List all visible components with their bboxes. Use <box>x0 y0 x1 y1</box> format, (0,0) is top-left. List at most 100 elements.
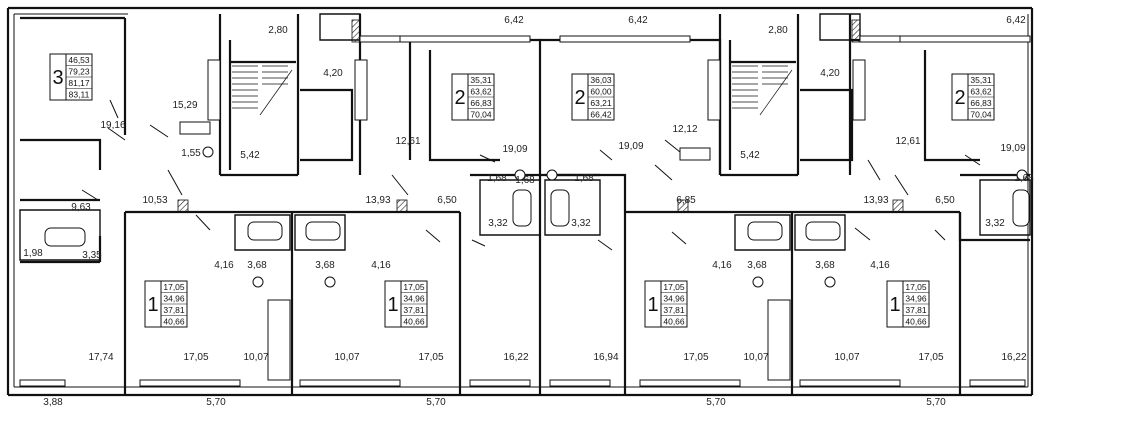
area-value: 17,05 <box>163 282 185 292</box>
room-area-label: 10,07 <box>334 352 359 363</box>
room-area-label: 3,88 <box>43 397 63 408</box>
room-area-label: 1,55 <box>181 148 201 159</box>
room-area-label: 5,42 <box>240 150 260 161</box>
room-area-label: 17,05 <box>418 352 443 363</box>
room-area-label: 9,63 <box>71 202 91 213</box>
area-value: 34,96 <box>403 294 425 304</box>
room-count: 2 <box>574 87 585 109</box>
room-area-label: 3,32 <box>985 218 1005 229</box>
room-count: 1 <box>889 294 900 316</box>
area-value: 40,66 <box>905 317 927 327</box>
area-value: 63,21 <box>590 98 612 108</box>
room-area-label: 3,68 <box>247 260 267 271</box>
area-value: 70,04 <box>970 110 992 120</box>
room-count: 3 <box>52 67 63 89</box>
room-area-label: 19,09 <box>618 141 643 152</box>
room-area-label: 3,32 <box>488 218 508 229</box>
area-value: 37,81 <box>905 305 927 315</box>
area-value: 66,42 <box>590 110 612 120</box>
room-area-label: 6,50 <box>935 195 955 206</box>
area-value: 17,05 <box>403 282 425 292</box>
room-area-label: 10,07 <box>743 352 768 363</box>
room-area-label: 5,70 <box>926 397 946 408</box>
room-area-label: 12,61 <box>895 136 920 147</box>
windows <box>19 35 1031 387</box>
room-area-label: 12,61 <box>395 136 420 147</box>
area-value: 63,62 <box>970 87 992 97</box>
room-count: 1 <box>647 294 658 316</box>
room-area-label: 6,42 <box>1006 15 1026 26</box>
room-area-label: 13,93 <box>863 195 888 206</box>
room-area-label: 17,74 <box>88 352 113 363</box>
room-area-label: 6,85 <box>676 195 696 206</box>
doors <box>81 99 981 251</box>
room-area-label: 1,98 <box>23 248 43 259</box>
fixtures <box>44 59 1030 381</box>
room-area-label: 1,68 <box>1014 173 1034 184</box>
room-area-label: 6,42 <box>628 15 648 26</box>
room-area-label: 1,68 <box>574 173 594 184</box>
area-value: 60,00 <box>590 87 612 97</box>
room-area-label: 17,05 <box>183 352 208 363</box>
room-area-label: 5,70 <box>706 397 726 408</box>
room-count: 1 <box>147 294 158 316</box>
room-area-label: 4,16 <box>214 260 234 271</box>
room-area-label: 4,16 <box>712 260 732 271</box>
area-value: 37,81 <box>163 305 185 315</box>
area-value: 37,81 <box>403 305 425 315</box>
area-value: 35,31 <box>470 75 492 85</box>
area-value: 17,05 <box>663 282 685 292</box>
room-area-label: 17,05 <box>918 352 943 363</box>
room-area-label: 10,07 <box>243 352 268 363</box>
room-area-label: 4,16 <box>371 260 391 271</box>
room-area-label: 1,68 <box>515 175 535 186</box>
room-area-label: 3,68 <box>315 260 335 271</box>
room-area-label: 5,70 <box>206 397 226 408</box>
room-area-label: 19,09 <box>502 144 527 155</box>
area-value: 34,96 <box>163 294 185 304</box>
area-value: 36,03 <box>590 75 612 85</box>
room-area-label: 13,93 <box>365 195 390 206</box>
area-value: 40,66 <box>403 317 425 327</box>
room-count: 2 <box>954 87 965 109</box>
room-area-label: 16,22 <box>503 352 528 363</box>
room-area-label: 3,35 <box>82 250 102 261</box>
room-count: 1 <box>387 294 398 316</box>
area-value: 34,96 <box>663 294 685 304</box>
area-value: 34,96 <box>905 294 927 304</box>
room-area-label: 3,68 <box>815 260 835 271</box>
room-area-label: 17,05 <box>683 352 708 363</box>
columns <box>177 19 904 213</box>
room-area-label: 4,20 <box>323 68 343 79</box>
area-value: 70,04 <box>470 110 492 120</box>
area-value: 35,31 <box>970 75 992 85</box>
room-area-label: 2,80 <box>768 25 788 36</box>
room-area-label: 5,70 <box>426 397 446 408</box>
area-value: 40,66 <box>663 317 685 327</box>
room-area-label: 6,50 <box>437 195 457 206</box>
area-value: 37,81 <box>663 305 685 315</box>
room-count: 2 <box>454 87 465 109</box>
room-area-label: 4,16 <box>870 260 890 271</box>
area-value: 66,83 <box>970 98 992 108</box>
room-area-label: 10,53 <box>142 195 167 206</box>
staircase-steps <box>232 65 793 116</box>
room-area-label: 3,32 <box>571 218 591 229</box>
room-area-label: 19,09 <box>1000 143 1025 154</box>
room-area-label: 16,94 <box>593 352 618 363</box>
room-area-label: 15,29 <box>172 100 197 111</box>
area-value: 40,66 <box>163 317 185 327</box>
room-area-label: 19,16 <box>100 120 125 131</box>
area-value: 79,23 <box>68 67 90 77</box>
